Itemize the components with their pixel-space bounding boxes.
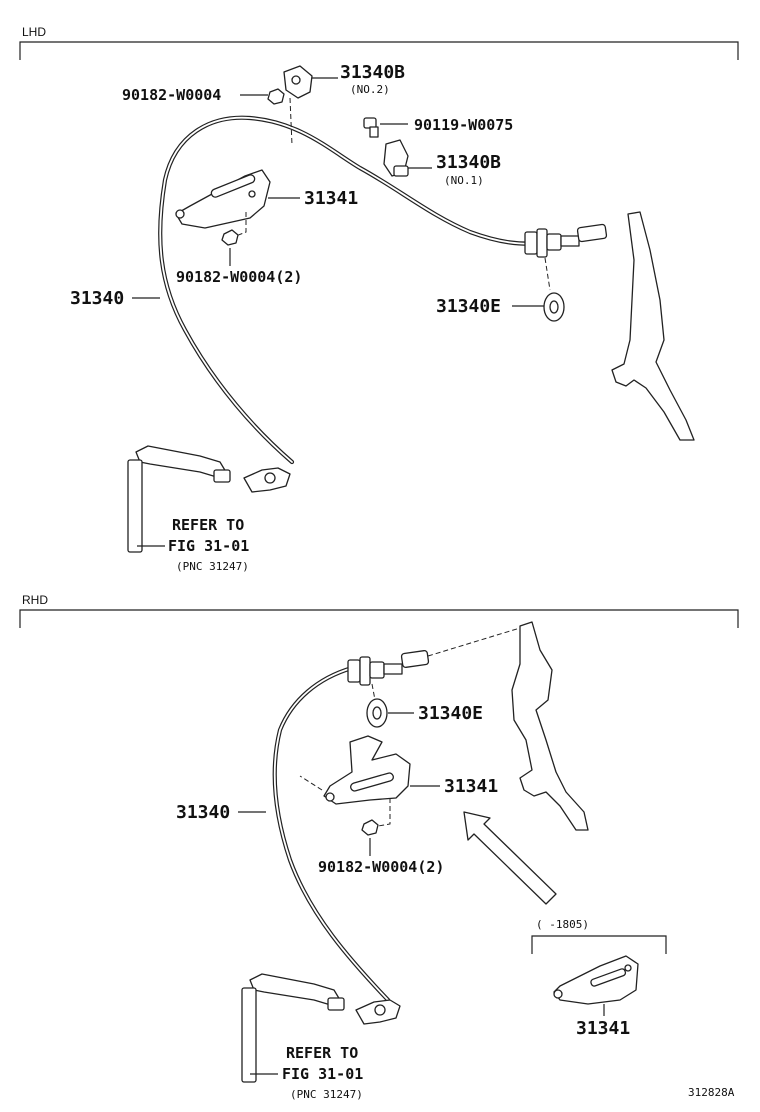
lhd-grommet-leader [544,257,551,291]
label-lhd-clip-no2: 31340B [340,62,405,83]
label-lhd-grommet: 31340E [436,296,501,317]
section-label-rhd: RHD [22,593,48,607]
label-rhd-bracket: 31341 [444,776,498,797]
rhd-direction-arrow [463,811,557,905]
lhd-pedal [611,211,695,441]
label-rhd-refer-line3: (PNC 31247) [290,1088,363,1101]
label-rhd-bracket-nut: 90182-W0004(2) [318,858,444,876]
lhd-cable-end-fitting [524,223,608,258]
label-lhd-bracket-nut: 90182-W0004(2) [176,268,302,286]
label-rhd-variant-part: 31341 [576,1018,630,1039]
label-lhd-clip-no2-note: (NO.2) [350,83,390,96]
rhd-cable [272,665,391,1003]
label-lhd-refer-line2: FIG 31-01 [168,537,249,555]
lhd-nut-top [267,88,285,105]
label-rhd-grommet: 31340E [418,703,483,724]
label-lhd-bolt: 90119-W0075 [414,116,513,134]
lhd-lever-fork [243,467,291,493]
rhd-variant-bracket [531,935,667,954]
label-lhd-clip-no1-note: (NO.1) [444,174,484,187]
rhd-variant-bracket-part [553,955,639,1005]
lhd-bracket-nut [221,229,239,246]
section-bracket-lhd [19,41,739,60]
label-rhd-cable: 31340 [176,802,230,823]
label-rhd-refer-line2: FIG 31-01 [282,1065,363,1083]
rhd-cable-to-pedal-leader [427,627,521,657]
rhd-grommet-leader [371,683,376,701]
lhd-bracket-nut-leader [235,212,247,237]
rhd-lever-fork [355,999,401,1025]
rhd-bracket-nut [361,819,379,836]
label-lhd-cable: 31340 [70,288,124,309]
figure-id: 312828A [688,1086,735,1099]
lhd-grommet-part [543,292,565,322]
lhd-clip-no2-leader [289,97,293,146]
rhd-grommet-part [366,698,388,728]
rhd-bracket [323,735,411,805]
lhd-lever-shaft [127,445,291,553]
label-rhd-refer-line1: REFER TO [286,1044,358,1062]
label-lhd-clip-no1: 31340B [436,152,501,173]
lhd-clip-no1 [383,139,409,177]
rhd-cable-end-fitting [347,649,430,686]
section-label-lhd: LHD [22,25,46,39]
label-rhd-variant-range: ( -1805) [536,918,589,931]
lhd-clip-no2 [283,65,313,99]
label-lhd-refer-line3: (PNC 31247) [176,560,249,573]
rhd-pedal [511,621,589,831]
rhd-bracket-to-cable-leader [299,775,323,791]
lhd-bracket [175,169,271,229]
label-lhd-refer-line1: REFER TO [172,516,244,534]
lhd-cable [158,115,548,465]
rhd-lever-shaft [241,973,401,1083]
label-lhd-bracket: 31341 [304,188,358,209]
section-bracket-rhd [19,609,739,628]
lhd-bolt [363,117,379,138]
rhd-bracket-nut-leader [377,798,391,827]
label-lhd-nut-top: 90182-W0004 [122,86,221,104]
